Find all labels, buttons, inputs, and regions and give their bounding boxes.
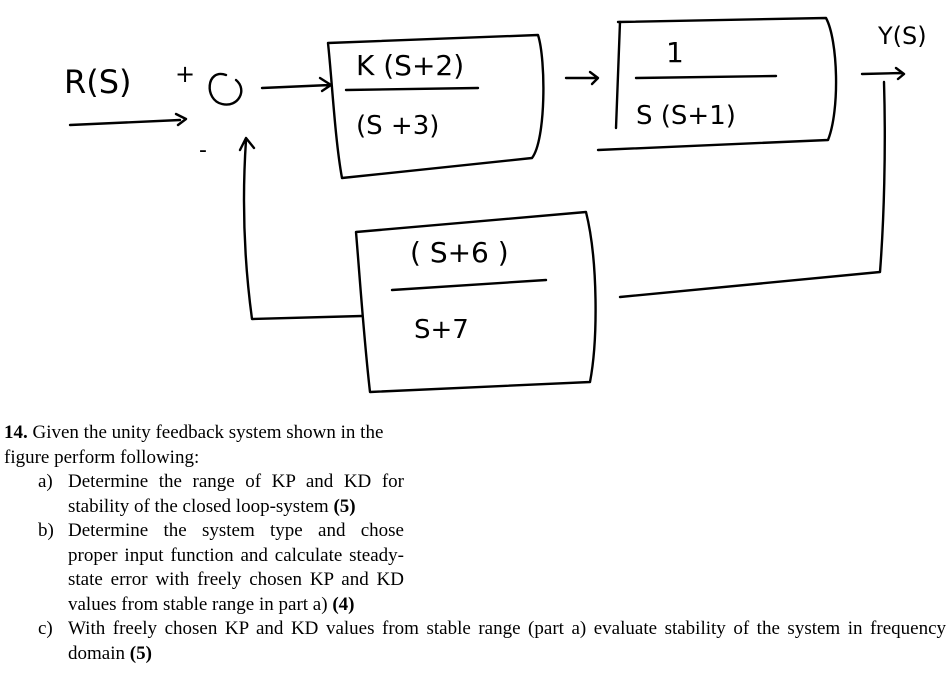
feedback-fraction-bar: [390, 278, 548, 292]
part-points: (4): [332, 593, 355, 615]
question-parts: a) Determine the range of KP and KD for …: [4, 470, 950, 666]
question-intro: 14. Given the unity feedback system show…: [4, 421, 404, 470]
feedback-denominator: S+7: [414, 315, 469, 345]
part-text: Determine the system type and chose prop…: [68, 520, 404, 615]
controller-denominator: (S +3): [356, 111, 439, 141]
feedback-line: [618, 80, 886, 299]
plant-block-left: [614, 20, 622, 130]
question-intro-text: Given the unity feedback system shown in…: [4, 422, 384, 468]
part-points: (5): [129, 642, 152, 664]
minus-sign: -: [199, 138, 207, 163]
summing-junction: [208, 72, 243, 106]
plus-sign: +: [175, 60, 195, 88]
part-points: (5): [333, 495, 356, 517]
plant-fraction-bar: [634, 74, 778, 80]
part-letter: c): [38, 618, 53, 639]
part-letter: b): [38, 520, 54, 541]
part-letter: a): [38, 471, 53, 492]
plant-numerator: 1: [666, 36, 684, 69]
feedback-return-line: [238, 136, 364, 321]
junction-to-controller-arrow: [260, 76, 333, 93]
plant-denominator: S (S+1): [636, 101, 736, 131]
question-block: 14. Given the unity feedback system show…: [4, 421, 950, 666]
part-text: With freely chosen KP and KD values from…: [68, 618, 946, 664]
controller-fraction-bar: [344, 86, 480, 92]
question-number: 14.: [4, 422, 28, 443]
question-part-a: a) Determine the range of KP and KD for …: [4, 470, 404, 519]
output-arrow: [860, 66, 906, 81]
input-arrow: [68, 112, 188, 127]
controller-block: [326, 33, 545, 180]
output-label: Y(S): [877, 22, 927, 50]
plant-block: [596, 16, 838, 152]
input-label: R(S): [64, 63, 132, 101]
controller-to-plant-arrow: [564, 70, 600, 86]
question-part-b: b) Determine the system type and chose p…: [4, 519, 404, 617]
part-text: Determine the range of KP and KD for sta…: [68, 471, 404, 517]
feedback-numerator: ( S+6 ): [410, 236, 509, 269]
question-part-c: c) With freely chosen KP and KD values f…: [4, 617, 946, 666]
feedback-block: [354, 210, 597, 394]
controller-numerator: K (S+2): [356, 49, 464, 82]
block-diagram: R(S) + - K (S+2) (S +3) 1 S (S+1) Y(S) (…: [64, 16, 927, 394]
